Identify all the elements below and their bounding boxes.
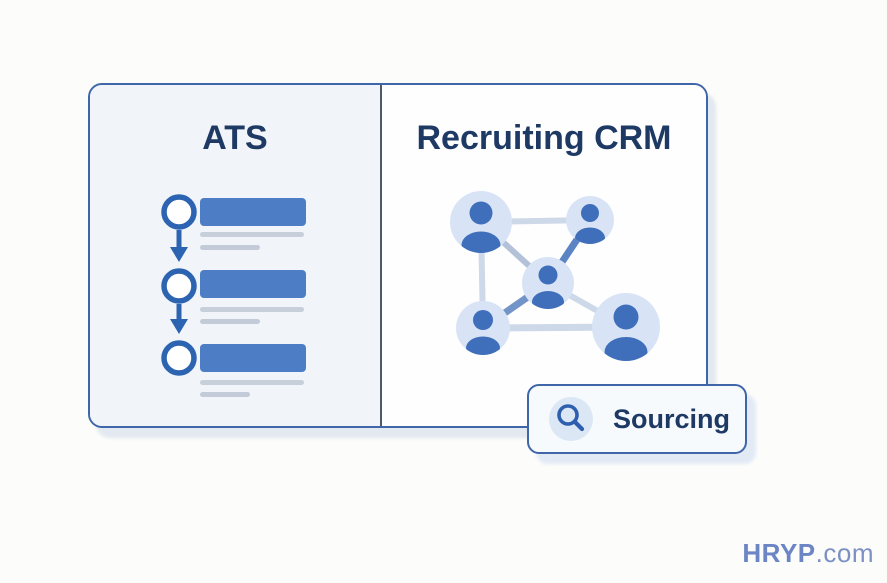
ats-panel: ATS — [90, 85, 380, 426]
timeline-bar — [200, 344, 306, 372]
timeline-node-circle — [161, 194, 197, 230]
timeline-node-circle — [161, 268, 197, 304]
avatar-body — [604, 337, 648, 361]
timeline-text-line — [200, 307, 304, 312]
timeline-text-line — [200, 245, 260, 250]
avatar-head — [613, 304, 639, 330]
arrow-down-icon — [170, 247, 188, 262]
timeline-bar — [200, 270, 306, 298]
timeline-text-line — [200, 392, 250, 397]
timeline-bar — [200, 198, 306, 226]
avatar-head — [581, 204, 599, 222]
arrow-down-icon — [170, 319, 188, 334]
avatar-head — [469, 201, 493, 225]
ats-title: ATS — [202, 119, 268, 157]
sourcing-badge: Sourcing — [527, 384, 747, 454]
brand-watermark: HRYP.com — [742, 538, 874, 569]
timeline-text-line — [200, 232, 304, 237]
crm-panel: Recruiting CRM — [382, 85, 706, 426]
person-node — [450, 191, 512, 253]
avatar-body — [466, 336, 500, 355]
comparison-card: ATS — [88, 83, 708, 428]
brand-suffix: .com — [815, 538, 874, 568]
timeline-node-circle — [161, 340, 197, 376]
sourcing-label: Sourcing — [613, 403, 731, 434]
search-icon — [549, 397, 593, 441]
pipeline-timeline-illustration — [161, 194, 306, 397]
timeline-text-line — [200, 319, 260, 324]
avatar-body — [532, 291, 564, 309]
avatar-body — [575, 227, 605, 244]
crm-title: Recruiting CRM — [416, 119, 672, 157]
timeline-text-line — [200, 380, 304, 385]
avatar-head — [473, 310, 493, 330]
avatar-head — [538, 265, 558, 285]
person-node — [456, 301, 510, 355]
people-network-illustration — [450, 191, 660, 361]
brand-name: HRYP — [742, 538, 816, 568]
person-node — [592, 293, 660, 361]
person-node — [522, 257, 574, 309]
panel-divider — [380, 85, 382, 426]
